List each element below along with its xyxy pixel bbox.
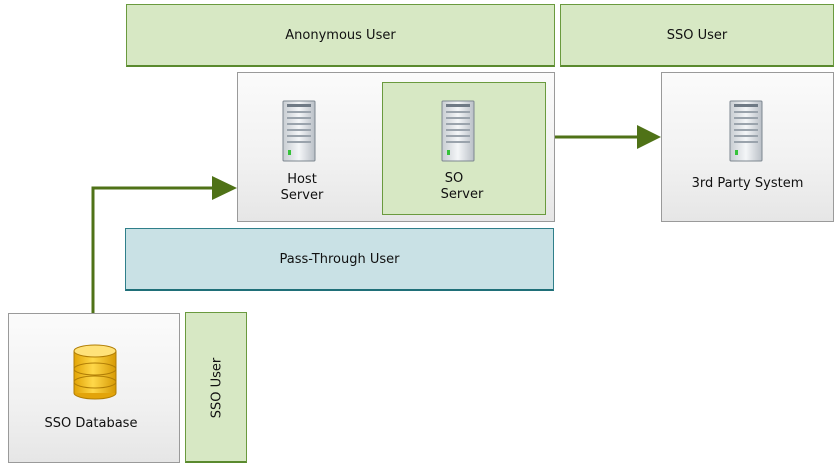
- anonymous-user-label: Anonymous User: [285, 27, 396, 43]
- sso-user-top-label: SSO User: [666, 27, 728, 43]
- sso-user-side-box: SSO User: [185, 312, 247, 463]
- server-icon: [441, 100, 475, 162]
- connector-line: [91, 186, 216, 313]
- so-server-label: SO Server: [440, 171, 484, 202]
- so-server-to-third-party-connector: [555, 125, 661, 149]
- arrowhead-icon: [637, 125, 661, 149]
- sso-database-label: SSO Database: [44, 416, 138, 431]
- db-to-host-connector: [91, 176, 237, 313]
- database-icon: [73, 344, 117, 400]
- third-party-system-label: 3rd Party System: [691, 176, 804, 191]
- host-server-label: Host Server: [280, 172, 324, 203]
- sso-user-top-box: SSO User: [560, 4, 834, 67]
- sso-database-box: [8, 313, 180, 463]
- server-icon: [282, 100, 316, 162]
- third-party-server-icon: [729, 100, 763, 162]
- server-icon: [729, 100, 763, 162]
- database-icon-wrap: [72, 343, 118, 401]
- so-server-icon: [441, 100, 475, 162]
- pass-through-user-label: Pass-Through User: [279, 251, 400, 267]
- arrowhead-icon: [212, 176, 237, 200]
- anonymous-user-box: Anonymous User: [126, 4, 555, 67]
- pass-through-user-box: Pass-Through User: [125, 228, 554, 291]
- host-server-icon: [282, 100, 316, 162]
